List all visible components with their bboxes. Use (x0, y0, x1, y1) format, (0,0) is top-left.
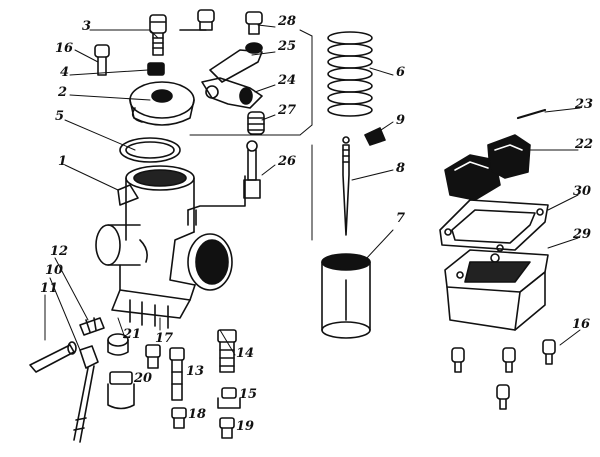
needle-part-8 (342, 136, 350, 236)
callout-13: 13 (186, 364, 205, 379)
callout-19: 19 (236, 419, 255, 434)
callout-17: 17 (155, 331, 174, 346)
lever-part-24 (201, 77, 263, 109)
callout-16-left: 16 (55, 41, 74, 56)
callout-1: 1 (58, 154, 68, 169)
callout-29: 29 (573, 227, 592, 242)
jet-part-17 (145, 344, 161, 369)
callout-21: 21 (123, 327, 142, 342)
screw-part-16 (94, 44, 110, 76)
pin-part-26 (243, 140, 261, 199)
callout-7: 7 (396, 211, 406, 226)
cap-part-2 (129, 81, 195, 126)
slide-part-7 (321, 253, 371, 339)
float-bowl-part-29 (444, 249, 549, 331)
screw-cap-top (179, 9, 215, 31)
callout-18: 18 (188, 407, 207, 422)
jet-part-20 (107, 371, 135, 410)
jet-part-21 (107, 333, 129, 356)
callout-23: 23 (575, 97, 594, 112)
screw-part-3 (149, 14, 167, 56)
spring-part-6 (327, 31, 373, 117)
screw-part-10 (73, 345, 99, 443)
callout-10: 10 (45, 263, 64, 278)
jet-part-14 (217, 329, 237, 373)
callout-4: 4 (60, 65, 70, 80)
callout-8: 8 (396, 161, 406, 176)
spring-part-12 (79, 317, 105, 336)
carburetor-body-part-1 (95, 165, 246, 329)
callout-14: 14 (236, 346, 255, 361)
jet-part-18 (171, 407, 187, 429)
nut-part-4 (147, 62, 165, 76)
gasket-part-5 (119, 137, 181, 163)
callout-24: 24 (278, 73, 297, 88)
callout-6: 6 (396, 65, 406, 80)
screw-group-part-16 (451, 339, 556, 410)
callout-16-right: 16 (572, 317, 591, 332)
callout-20: 20 (134, 371, 153, 386)
jet-part-19 (219, 417, 235, 439)
lever-part-25 (209, 42, 263, 83)
gasket-part-30 (439, 199, 549, 252)
callout-11: 11 (40, 281, 59, 296)
callout-12: 12 (50, 244, 69, 259)
callout-3: 3 (82, 19, 92, 34)
jet-part-15 (217, 387, 241, 409)
screw-part-11 (29, 341, 77, 373)
needle-jet-part-13 (169, 347, 185, 401)
screw-part-28 (245, 11, 263, 35)
callout-26: 26 (278, 154, 297, 169)
floats-part-22 (444, 134, 531, 201)
clip-part-9 (364, 127, 386, 146)
callout-5: 5 (55, 109, 65, 124)
spring-part-27 (247, 111, 265, 135)
callout-22: 22 (575, 137, 594, 152)
callout-15: 15 (239, 387, 258, 402)
callout-2: 2 (58, 85, 68, 100)
pin-part-23 (516, 108, 547, 120)
callout-28: 28 (278, 14, 297, 29)
callout-27: 27 (278, 103, 297, 118)
callout-25: 25 (278, 39, 297, 54)
callout-9: 9 (396, 113, 406, 128)
callout-30: 30 (573, 184, 592, 199)
